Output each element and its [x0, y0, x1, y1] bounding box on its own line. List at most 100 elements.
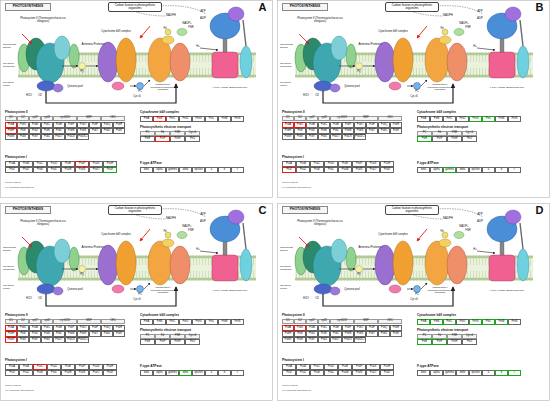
molecule-label: Cyt c6 [407, 95, 421, 99]
panel-letter: D [531, 204, 548, 217]
gene-cell: PetH [170, 136, 185, 142]
gene-cell: PetG [192, 319, 205, 325]
molecule-label: NADP+ [457, 21, 471, 25]
molecule-label: H+ [194, 44, 202, 48]
gene-cell: PsaO [366, 167, 380, 173]
node-text: Carbon fixation in photosynthetic organi… [386, 4, 438, 10]
complex-label: F-type ATPase (Escherichia coli) [208, 84, 252, 92]
gene-cell: PsaI [5, 370, 19, 376]
region-label: Antenna Proteins [80, 42, 106, 47]
gene-cell: PetB [430, 319, 443, 325]
gene-cell: PsbY [306, 337, 318, 343]
table-header: Photosystem II [5, 110, 55, 115]
panel-letter: A [254, 1, 271, 14]
gene-cell: PetG [469, 319, 482, 325]
gene-cell: beta [417, 370, 430, 376]
gene-cell: delta [456, 370, 469, 376]
footnote: (c) Kanehisa Laboratories [282, 186, 342, 190]
column-heading: cyt b559 [53, 319, 77, 324]
gene-cell: Psb27 [330, 337, 342, 343]
gene-cell: PsbY [306, 134, 318, 140]
region-label: Thylakoid lumen [3, 283, 19, 292]
gene-cell: gamma [443, 167, 456, 173]
gene-cell: PetF [432, 136, 447, 142]
molecule-label: FNR [186, 229, 196, 233]
gene-cell: b [495, 167, 508, 173]
molecule-label: O2 [36, 93, 44, 97]
gene-cell: PsbZ [318, 134, 330, 140]
table-header: F-type ATPase [417, 161, 467, 166]
column-heading: OEC [101, 319, 125, 324]
region-label: Antenna Proteins [357, 42, 383, 47]
gene-cell: PsbZ [41, 337, 53, 343]
column-heading: MSP [354, 319, 378, 324]
gene-cell: delta [456, 167, 469, 173]
molecule-label: O2 [36, 296, 44, 300]
gene-cell: Psb27 [53, 134, 65, 140]
molecule-label: Cyt c6 [130, 95, 144, 99]
column-heading: cyt b559 [330, 319, 354, 324]
gene-cell: PsbX [294, 337, 306, 343]
gene-cell: PsbA [282, 122, 294, 128]
map-title-box: PHOTOSYNTHESIS [282, 206, 328, 214]
region-label: Thylakoid membrane [280, 264, 296, 273]
column-heading: D1 [5, 116, 17, 121]
gene-cell: Psb28-2 [354, 337, 366, 343]
footnote: (c) Kanehisa Laboratories [5, 186, 65, 190]
gene-cell: PetA [417, 116, 430, 122]
region-label: Thylakoid lumen [3, 80, 19, 89]
gene-cell: PsaX [380, 167, 394, 173]
column-heading: cp43 [318, 116, 330, 121]
complex-label: Cytochrome b6/f complex [94, 233, 138, 238]
gene-cell: Psb28-2 [354, 134, 366, 140]
gene-cell: PsbT [366, 331, 378, 337]
table-header: Photosystem I [5, 155, 55, 160]
gene-cell: PetM [495, 319, 508, 325]
region-label: Antenna Proteins [357, 245, 383, 250]
column-heading: D1 [282, 116, 294, 121]
gene-cell: a [205, 370, 218, 376]
gene-cell: PetL [482, 116, 495, 122]
molecule-label: ATP [475, 9, 485, 13]
footnote: (c) Kanehisa Laboratories [5, 389, 65, 393]
gene-cell: PetL [205, 116, 218, 122]
table-header: Photosystem II [282, 313, 332, 318]
column-heading: cp43 [318, 319, 330, 324]
complex-label: F-type ATPase (Escherichia coli) [485, 84, 529, 92]
gene-cell: PsaK [33, 167, 47, 173]
gene-cell: alpha [430, 370, 443, 376]
gene-cell: c [508, 370, 521, 376]
region-label: Thylakoid membrane [280, 61, 296, 70]
molecule-label: Quinone pool [64, 85, 86, 89]
molecule-label: NADPH [441, 216, 455, 220]
gene-cell: PetF [155, 339, 170, 345]
column-heading: cp43 [41, 116, 53, 121]
column-heading: D2 [17, 116, 29, 121]
gene-cell: b [218, 370, 231, 376]
gene-cell: Psb28 [342, 134, 354, 140]
complex-label: F-type ATPase (Escherichia coli) [208, 287, 252, 295]
region-label: Thylakoid membrane [3, 264, 19, 273]
complex-label: Photosystem I (Thermosynechococcus elong… [425, 287, 455, 295]
region-label: Chloroplast stroma [280, 42, 296, 51]
column-heading: OEC [378, 319, 402, 324]
gene-cell: PetA [417, 319, 430, 325]
table-header: Photosystem I [282, 358, 332, 363]
pathway-link-box: Carbon fixation in photosynthetic organi… [385, 205, 439, 215]
gene-cell: delta [179, 167, 192, 173]
molecule-label: H+ [194, 247, 202, 251]
pathway-link-box: Carbon fixation in photosynthetic organi… [108, 205, 162, 215]
table-header: Cytochrome b6/f complex [140, 110, 210, 115]
gene-cell: PsaN [352, 370, 366, 376]
footnote: (c) Kanehisa Laboratories [282, 389, 342, 393]
table-header: Photosynthetic electron transport [417, 328, 507, 333]
gene-cell: c [231, 167, 244, 173]
gene-cell: PsaN [352, 167, 366, 173]
complex-label: Photosystem I (Thermosynechococcus elong… [148, 84, 178, 92]
molecule-label: O2 [313, 93, 321, 97]
map-title-box: PHOTOSYNTHESIS [282, 3, 328, 11]
gene-cell: PsbZ [41, 134, 53, 140]
gene-cell: PsbV [390, 128, 402, 134]
gene-cell: alpha [153, 370, 166, 376]
gene-cell: PsaL [47, 167, 61, 173]
